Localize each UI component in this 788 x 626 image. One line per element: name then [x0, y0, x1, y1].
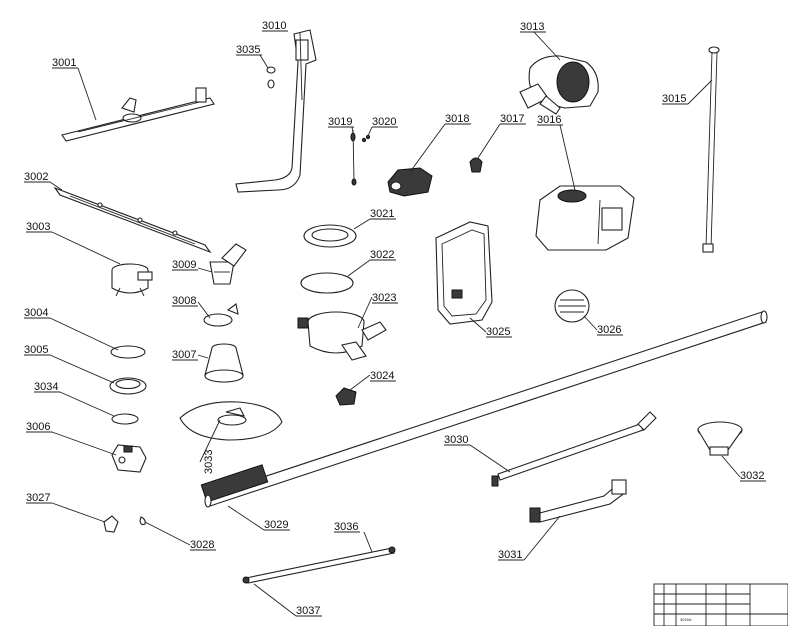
- part-3026-filter: [554, 289, 590, 323]
- label-3028: 3028: [190, 539, 214, 551]
- label-3002: 3002: [24, 171, 48, 183]
- part-3034-ring: [111, 413, 139, 425]
- part-3007-cone: [204, 343, 244, 383]
- label-3034: 3034: [34, 381, 58, 393]
- label-3037: 3037: [296, 605, 320, 617]
- part-3025-panel: [435, 221, 493, 325]
- part-3030-pipe: [491, 411, 657, 487]
- label-3006: 3006: [26, 421, 50, 433]
- leader-lines: [49, 31, 741, 617]
- part-3013-pump: [519, 55, 599, 115]
- part-3006-valve: [111, 444, 147, 473]
- part-3031-elbow: [529, 479, 627, 523]
- label-3004: 3004: [24, 307, 48, 319]
- title-block: 3016A: [653, 583, 788, 626]
- label-3019: 3019: [328, 116, 352, 128]
- label-3018: 3018: [445, 113, 469, 125]
- part-3033-plate: [179, 401, 283, 441]
- part-3004-o-ring: [110, 345, 146, 359]
- part-3001-spray-arm: [61, 87, 215, 142]
- title-block-cell: 3016A: [680, 617, 692, 622]
- label-3001: 3001: [52, 57, 76, 69]
- part-3010-feed-pipe: [235, 29, 317, 193]
- label-3033: 3033: [203, 450, 215, 474]
- part-3022-gasket: [300, 272, 354, 294]
- label-3029: 3029: [264, 519, 288, 531]
- label-3009: 3009: [172, 259, 196, 271]
- part-3024-clip: [335, 387, 357, 406]
- label-3021: 3021: [370, 208, 394, 220]
- part-3020-clip: [361, 134, 371, 143]
- part-3019-sensor: [350, 129, 357, 186]
- part-3035-rings: [266, 66, 276, 89]
- part-3018-motor: [387, 167, 433, 197]
- part-3017-cap: [469, 157, 483, 173]
- part-3032-funnel: [697, 421, 743, 456]
- label-3024: 3024: [370, 370, 394, 382]
- part-3015-rod: [702, 46, 720, 253]
- label-3017: 3017: [500, 113, 524, 125]
- part-labels: 3001 3002 3003 3004 3005 3006 3007 3008 …: [24, 20, 766, 617]
- part-3005-seal-ring: [109, 377, 147, 395]
- part-3027-cap: [103, 515, 119, 533]
- part-3008-cup: [203, 303, 239, 327]
- label-3007: 3007: [172, 349, 196, 361]
- label-3022: 3022: [370, 249, 394, 261]
- part-3003-hub: [111, 263, 153, 297]
- part-3023-sump: [297, 311, 387, 361]
- label-3023: 3023: [372, 292, 396, 304]
- part-3009-diverter: [209, 243, 247, 285]
- label-3031: 3031: [498, 549, 522, 561]
- part-3029-long-tube: [200, 310, 768, 508]
- label-3030: 3030: [444, 434, 468, 446]
- label-3032: 3032: [740, 470, 764, 482]
- part-3021-ring: [303, 224, 357, 248]
- label-3036: 3036: [334, 521, 358, 533]
- part-3016-dispenser: [535, 185, 635, 251]
- label-3016: 3016: [537, 114, 561, 126]
- label-3025: 3025: [486, 326, 510, 338]
- label-3008: 3008: [172, 295, 196, 307]
- label-3010: 3010: [262, 20, 286, 32]
- label-3020: 3020: [372, 116, 396, 128]
- part-3028-clip: [139, 516, 146, 526]
- label-3035: 3035: [236, 44, 260, 56]
- part-3036-3037-rod: [242, 546, 396, 584]
- label-3015: 3015: [662, 93, 686, 105]
- label-3005: 3005: [24, 344, 48, 356]
- label-3026: 3026: [597, 324, 621, 336]
- label-3013: 3013: [520, 21, 544, 33]
- label-3003: 3003: [26, 221, 50, 233]
- label-3027: 3027: [26, 492, 50, 504]
- part-3002-lower-spray-arm: [53, 186, 212, 254]
